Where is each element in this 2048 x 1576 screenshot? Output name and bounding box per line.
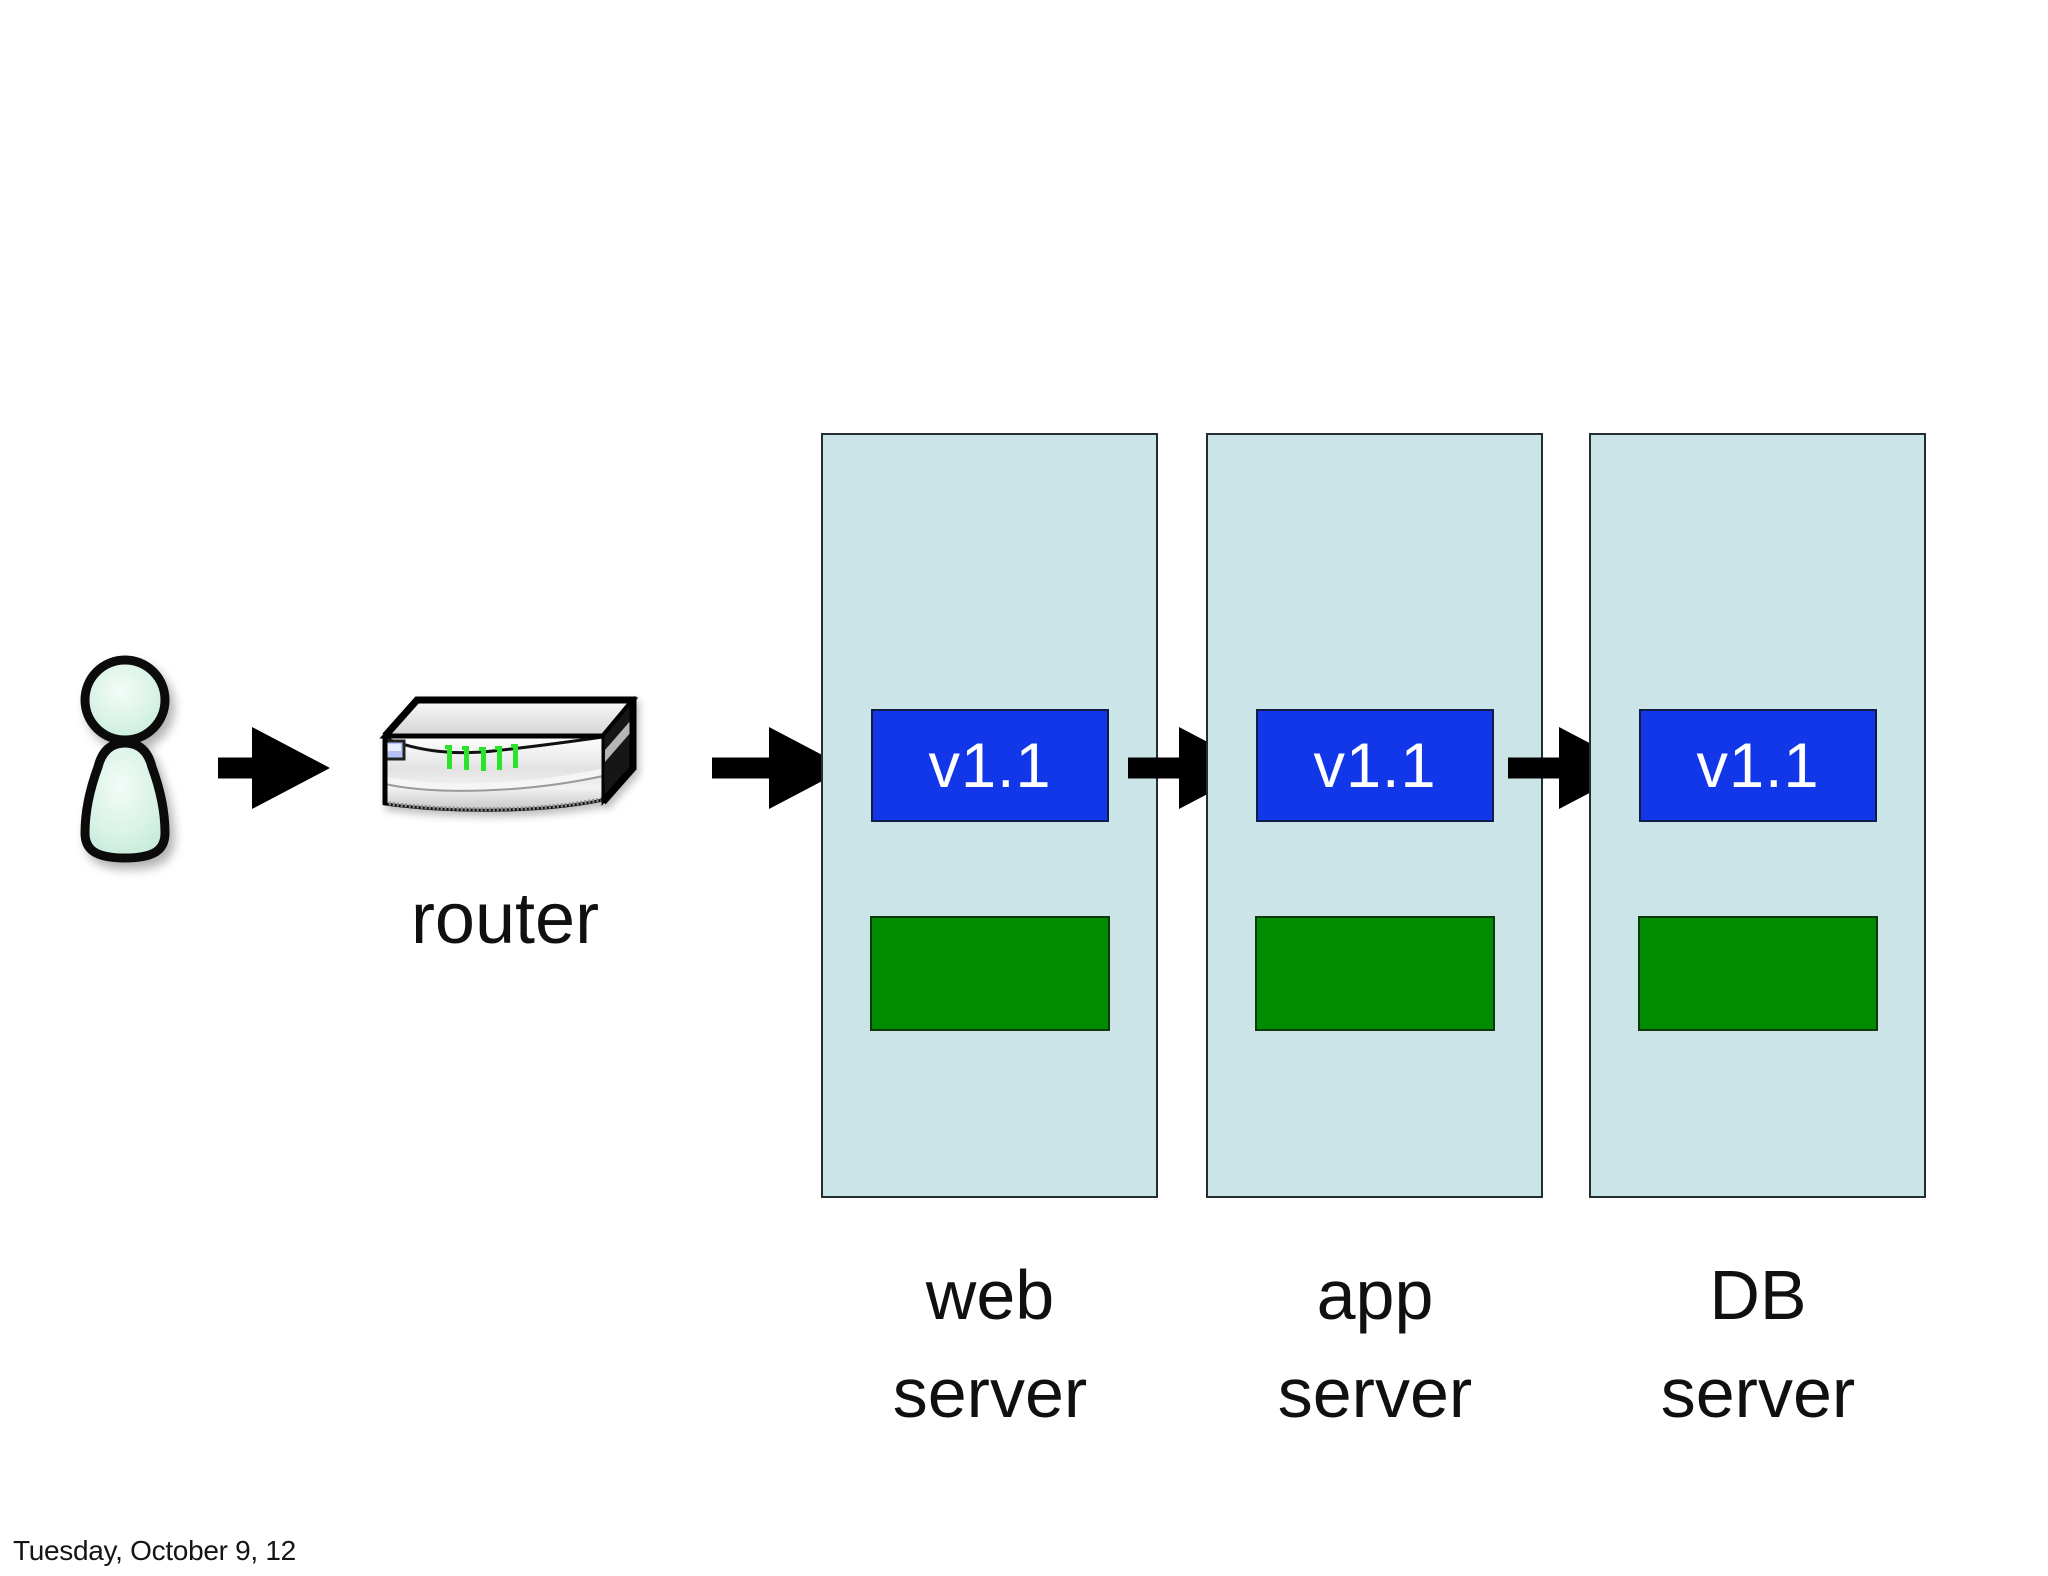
user-head: [80, 655, 170, 745]
router-led-lights: [445, 744, 518, 771]
tier-column-web: v1.1: [821, 433, 1158, 1198]
flow-arrow-icon: [712, 727, 847, 809]
app-deployed-box: [1255, 916, 1495, 1031]
tier-label-web: web server: [892, 1256, 1088, 1432]
tier-label-db: DB server: [1660, 1256, 1856, 1432]
router-label: router: [410, 879, 600, 959]
flow-arrow-icon: [1128, 727, 1257, 809]
db-version-box: v1.1: [1639, 709, 1877, 822]
web-version-box: v1.1: [871, 709, 1109, 822]
app-version-box: v1.1: [1256, 709, 1494, 822]
user-icon: [80, 655, 170, 863]
web-deployed-box: [870, 916, 1110, 1031]
tier-column-app: v1.1: [1206, 433, 1543, 1198]
tier-label-app: app server: [1277, 1256, 1473, 1432]
flow-arrow-icon: [1508, 727, 1637, 809]
tier-column-db: v1.1: [1589, 433, 1926, 1198]
router-icon: [379, 695, 639, 812]
flow-arrow-icon: [218, 727, 330, 809]
db-deployed-box: [1638, 916, 1878, 1031]
user-body: [80, 738, 170, 863]
footer-date: Tuesday, October 9, 12: [13, 1535, 296, 1566]
